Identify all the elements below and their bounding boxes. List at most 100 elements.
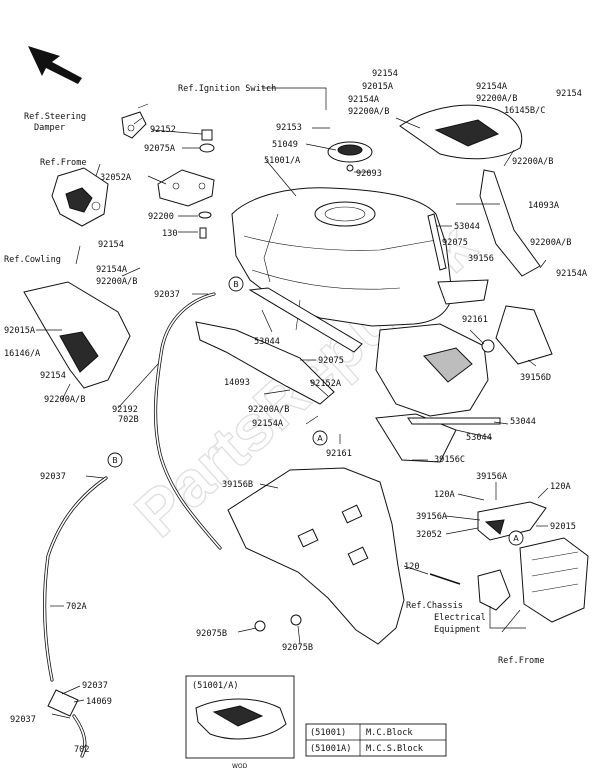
hose-702b — [153, 292, 222, 550]
callout-92154-left: 92154 — [98, 240, 124, 250]
callout-equipment: Equipment — [434, 625, 481, 635]
bracket-32052a — [157, 169, 215, 207]
callout-39156c: 39156C — [434, 455, 465, 465]
legend-row-2-part: (51001A) — [310, 744, 351, 754]
callout-labels: Ref.Ignition Switch 92154 92015A 92154A … — [4, 69, 588, 755]
callout-92154a-left: 92154A — [96, 265, 128, 275]
callout-92161-right: 92161 — [462, 315, 488, 325]
callout-14069: 14069 — [86, 697, 112, 707]
callout-39156b: 39156B — [222, 480, 253, 490]
callout-53044-lower: 53044 — [466, 433, 492, 443]
callout-92200ab-top: 92200A/B — [348, 107, 389, 117]
tank-rear-section — [375, 323, 495, 417]
variant-detail-caption: WOD — [232, 763, 248, 770]
callout-92154-top-right: 92154 — [556, 89, 582, 99]
callout-ref-frome-right: Ref.Frome — [498, 656, 545, 666]
callout-39156: 39156 — [468, 254, 494, 264]
callout-32052: 32052 — [416, 530, 442, 540]
connection-marker-b-upper-label: B — [233, 280, 239, 289]
strip-53044-lower — [407, 417, 501, 425]
callout-702a: 702A — [66, 602, 88, 612]
callout-39156a-left: 39156A — [416, 512, 448, 522]
bolt-130 — [199, 227, 207, 239]
callout-39156d: 39156D — [520, 373, 551, 383]
fuel-cap — [327, 141, 373, 172]
callout-ref-frome-left: Ref.Frome — [40, 158, 87, 168]
callout-16145bc: 16145B/C — [504, 106, 545, 116]
bolt-92200 — [198, 211, 212, 219]
callout-ref-cowling: Ref.Cowling — [4, 255, 61, 265]
callout-92037-mid: 92037 — [40, 472, 66, 482]
callout-51049: 51049 — [272, 140, 298, 150]
callout-electrical: Electrical — [434, 613, 486, 623]
callout-92075b-left: 92075B — [196, 629, 227, 639]
callout-92200ab-right: 92200A/B — [512, 157, 553, 167]
panel-39156 — [437, 279, 489, 305]
callout-92075b-right: 92075B — [282, 643, 313, 653]
callout-120a-left: 120A — [434, 490, 456, 500]
chassis-electrical-part — [477, 569, 511, 611]
callout-92154a-far-right: 92154A — [556, 269, 588, 279]
legend-row-2-desc: M.C.S.Block — [366, 744, 424, 754]
callout-92152: 92152 — [150, 125, 176, 135]
cowling-left — [23, 281, 131, 389]
callout-92154a-top-right: 92154A — [476, 82, 508, 92]
legend-row-1-desc: M.C.Block — [366, 728, 413, 738]
callout-92015: 92015 — [550, 522, 576, 532]
callout-92075a: 92075A — [144, 144, 176, 154]
callout-92015a-left: 92015A — [4, 326, 36, 336]
callout-92015a-top: 92015A — [362, 82, 394, 92]
connection-marker-b-lower-label: B — [112, 456, 118, 465]
callout-92200ab-left: 92200A/B — [96, 277, 137, 287]
tank-cover-right — [399, 104, 523, 160]
callout-92200ab-lower-left: 92200A/B — [44, 395, 85, 405]
callout-92200ab-center: 92200A/B — [248, 405, 289, 415]
callout-92200: 92200 — [148, 212, 174, 222]
leader-lines — [36, 87, 549, 749]
callout-92161-center: 92161 — [326, 449, 352, 459]
strip-53044-right — [427, 213, 447, 271]
callout-702: 702 — [74, 745, 90, 755]
callout-53044-left: 53044 — [254, 337, 280, 347]
panel-39156d — [495, 305, 553, 365]
callout-120a-right: 120A — [550, 482, 572, 492]
callout-32052a: 32052A — [100, 173, 132, 183]
bracket-32052 — [477, 501, 547, 541]
grommet-92152 — [199, 129, 215, 153]
callout-92192: 92192 — [112, 405, 138, 415]
connection-marker-a-right-label: A — [513, 534, 519, 543]
fuel-tank — [231, 187, 453, 331]
callout-130: 130 — [162, 229, 178, 239]
callout-92075-center: 92075 — [318, 356, 344, 366]
connection-marker-a-right: A — [508, 530, 524, 546]
bolt-120 — [429, 573, 461, 585]
callout-92037-upper: 92037 — [154, 290, 180, 300]
callout-14093a: 14093A — [528, 201, 560, 211]
callout-92154a-center: 92154A — [252, 419, 284, 429]
callout-92200ab-top-right: 92200A/B — [476, 94, 517, 104]
callout-92075-right: 92075 — [442, 238, 468, 248]
callout-92037-bottom: 92037 — [10, 715, 36, 725]
frame-bracket-left — [51, 167, 109, 227]
callout-92200ab-far-right: 92200A/B — [530, 238, 571, 248]
callout-51001a: 51001/A — [264, 156, 301, 166]
callout-92093: 92093 — [356, 169, 382, 179]
fuel-filter-14069 — [47, 689, 79, 717]
callout-120: 120 — [404, 562, 420, 572]
variant-detail-box: (51001/A) WOD — [185, 675, 295, 770]
connection-marker-b-lower: B — [107, 452, 123, 468]
connection-marker-a-lower: A — [312, 430, 328, 446]
callout-53044-right: 53044 — [510, 417, 536, 427]
front-direction-arrow — [28, 46, 82, 84]
callout-92154-top: 92154 — [372, 69, 398, 79]
callout-92154-lower-left: 92154 — [40, 371, 66, 381]
panel-39156c — [375, 413, 457, 463]
steering-damper-bracket — [121, 103, 149, 139]
legend-row-1-part: (51001) — [310, 728, 346, 738]
callout-39156a-top: 39156A — [476, 472, 508, 482]
callout-702b: 702B — [118, 415, 139, 425]
connection-marker-a-lower-label: A — [317, 434, 323, 443]
callout-16146a: 16146/A — [4, 349, 41, 359]
callout-damper: Damper — [34, 123, 65, 133]
